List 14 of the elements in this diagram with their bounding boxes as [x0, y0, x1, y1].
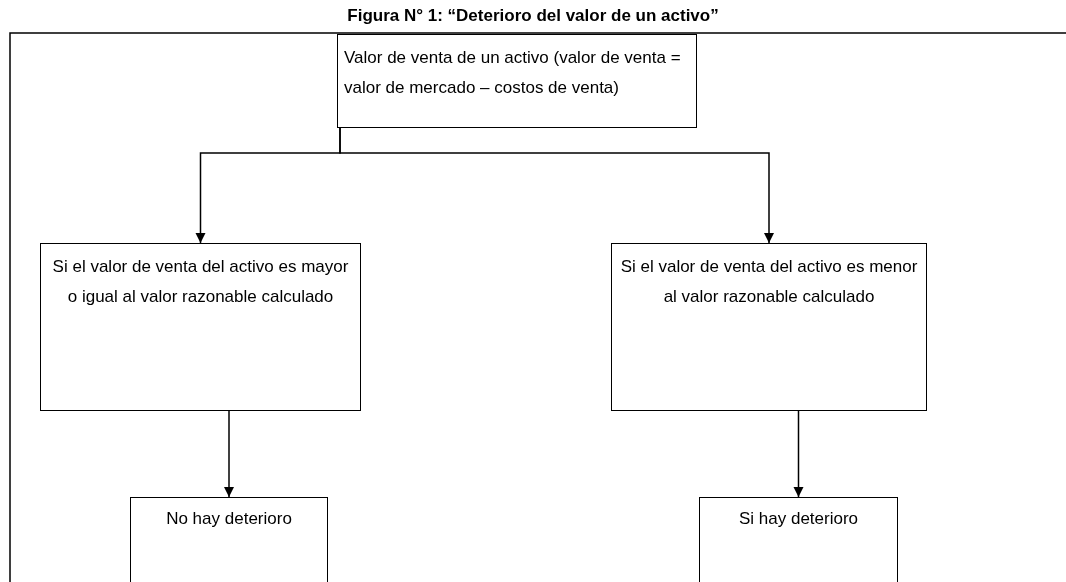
arrow [339, 127, 775, 244]
box-text: Si hay deterioro [737, 508, 860, 530]
arrow [793, 410, 804, 498]
box-text: Valor de venta de un activo (valor de venta = valor de mercado – costos de venta) [344, 47, 682, 99]
process-box [130, 497, 328, 582]
process-box [337, 34, 697, 128]
process-box [699, 497, 898, 582]
process-box [40, 243, 361, 411]
arrow [223, 410, 235, 498]
box-text: Si el valor de venta del activo es menor al valor razonable calculado [619, 256, 919, 308]
box-text: No hay deterioro [165, 508, 293, 530]
process-box [611, 243, 927, 411]
box-text: Si el valor de venta del activo es mayor o igual al valor razonable calculado [51, 256, 350, 308]
figure-title: Figura N° 1: “Deterioro del valor de un activo” [346, 6, 720, 26]
